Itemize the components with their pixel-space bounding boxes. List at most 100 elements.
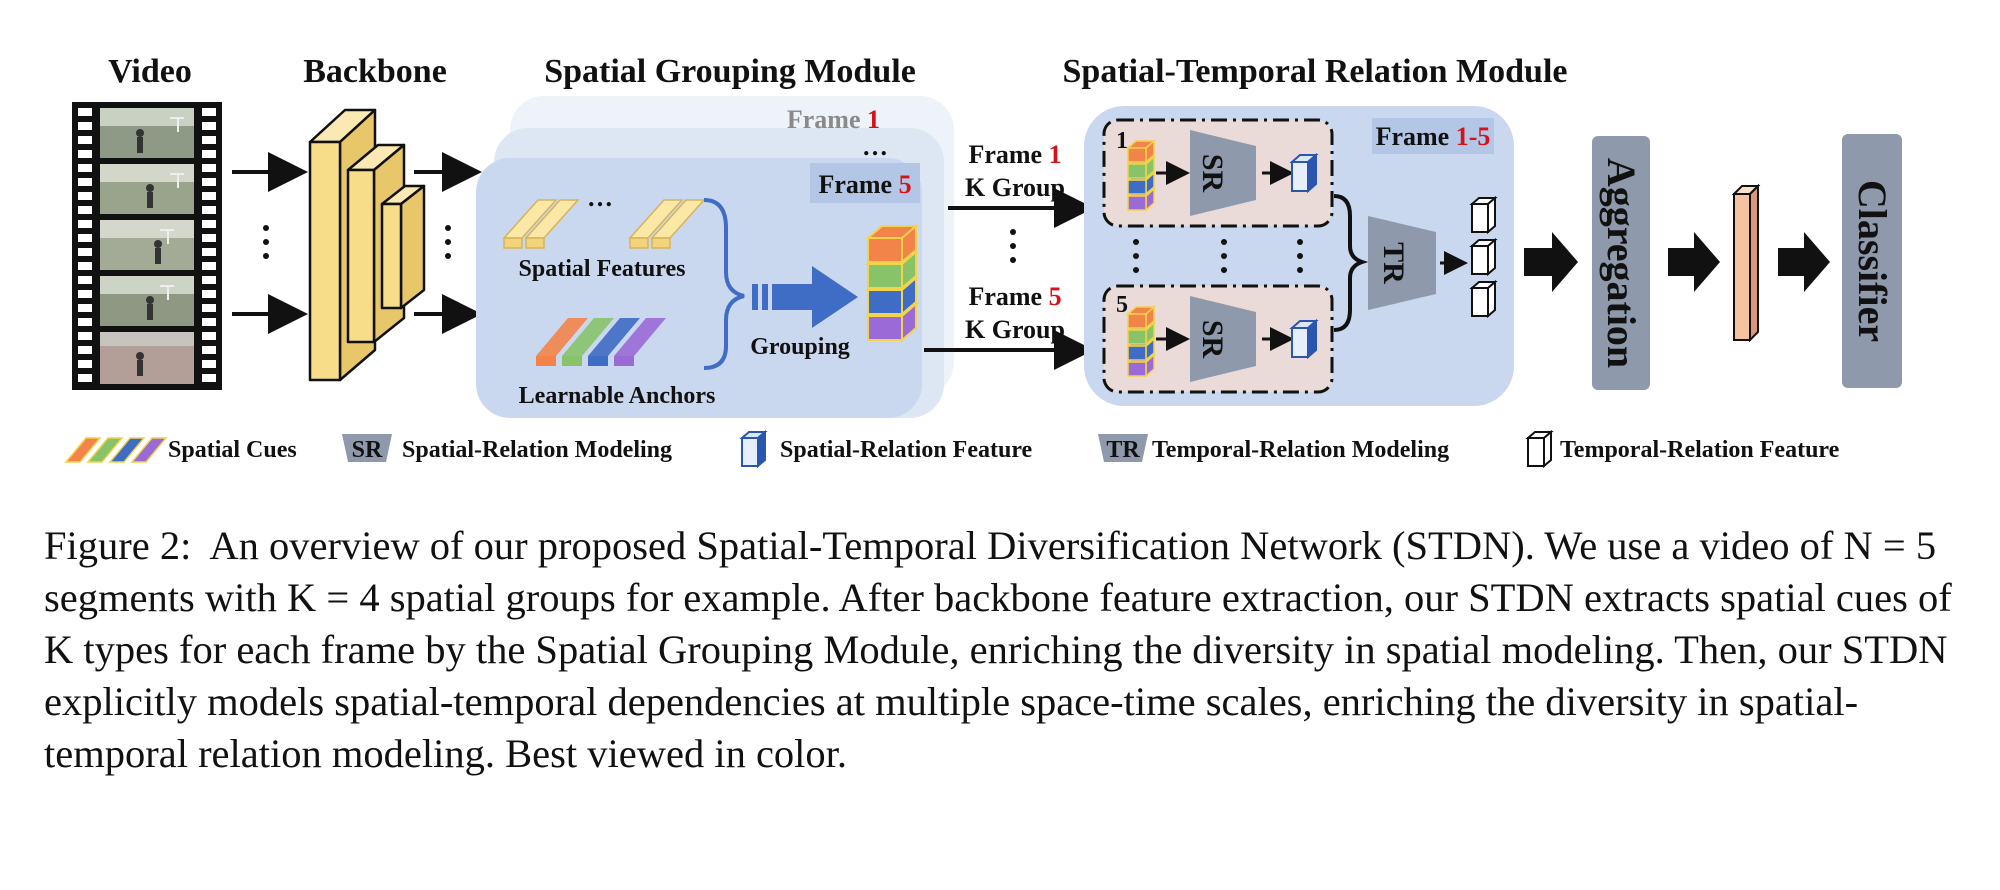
grouping-brace — [703, 198, 745, 370]
sgm-front-frame-label: Frame 5 — [818, 170, 911, 199]
sr-box-frame1-index: 1 — [1116, 128, 1128, 154]
spatial-feature-bar — [502, 199, 558, 249]
tr-module — [1368, 216, 1436, 310]
link-top-frame-label: Frame 1 — [968, 140, 1061, 169]
film-hole — [78, 248, 92, 256]
tr-module-label: TR — [1377, 242, 1410, 284]
sr-module-top — [1190, 130, 1256, 216]
sr-box-frame5-index: 5 — [1116, 292, 1128, 318]
learnable-anchor-bar — [562, 318, 614, 366]
temporal-relation-feature — [1469, 279, 1498, 319]
tr-brace — [1333, 194, 1369, 332]
legend-cue-bar — [108, 437, 146, 463]
film-hole — [202, 234, 216, 242]
legend-spatial-cues-icon — [64, 437, 168, 463]
legend-sr-label: Spatial-Relation Modeling — [402, 437, 672, 463]
film-hole — [202, 192, 216, 200]
spatial-feature-bars — [502, 199, 706, 249]
learnable-anchor-bars — [536, 318, 666, 366]
mini-cue-block — [1126, 139, 1156, 164]
aggregation-block — [1592, 136, 1650, 390]
film-hole — [78, 108, 92, 116]
vertical-ellipsis-strm — [1133, 239, 1303, 273]
film-hole — [78, 318, 92, 326]
sgm-front-frame-tab — [810, 163, 920, 203]
film-hole — [202, 276, 216, 284]
classifier-label: Classifier — [1850, 180, 1895, 342]
vertical-ellipsis-backbone — [445, 225, 451, 259]
film-hole — [78, 276, 92, 284]
learnable-anchors-label: Learnable Anchors — [519, 383, 716, 409]
legend-spatial-cues-label: Spatial Cues — [168, 437, 297, 463]
film-hole — [78, 262, 92, 270]
spatial-features-label: Spatial Features — [519, 256, 686, 282]
aggregation-label: Aggregation — [1599, 158, 1644, 368]
film-hole — [202, 150, 216, 158]
spatial-feature-bar — [524, 199, 580, 249]
arrow-to-aggregation — [1524, 232, 1578, 292]
film-hole — [78, 290, 92, 298]
film-hole — [202, 220, 216, 228]
vertical-ellipsis-video — [263, 225, 269, 259]
film-hole — [202, 332, 216, 340]
video-filmstrip — [72, 102, 222, 390]
film-hole — [78, 360, 92, 368]
learnable-anchor-bar — [614, 318, 666, 366]
film-hole — [202, 374, 216, 382]
film-hole — [78, 206, 92, 214]
film-hole — [202, 178, 216, 186]
legend-tr-label: Temporal-Relation Modeling — [1152, 437, 1449, 463]
film-hole — [78, 220, 92, 228]
grouping-label: Grouping — [750, 334, 850, 360]
sr-module-bottom — [1190, 296, 1256, 382]
spatial-cue-block — [865, 223, 919, 265]
film-hole — [202, 206, 216, 214]
film-hole — [78, 192, 92, 200]
film-hole — [202, 360, 216, 368]
legend-cue-bar — [64, 437, 102, 463]
header-spatial-temporal-relation-module: Spatial-Temporal Relation Module — [1063, 53, 1568, 90]
temporal-relation-feature — [1469, 237, 1498, 277]
spatial-cue-stack — [865, 223, 919, 343]
legend-tr-icon — [1098, 434, 1148, 462]
film-hole — [202, 122, 216, 130]
temporal-relation-feature — [1469, 195, 1498, 235]
classifier-block — [1842, 134, 1902, 388]
link-bottom-frame-label: Frame 5 — [968, 282, 1061, 311]
film-hole — [202, 248, 216, 256]
film-hole — [78, 164, 92, 172]
mini-cue-block — [1126, 305, 1156, 330]
learnable-anchor-bar — [536, 318, 588, 366]
legend-trf-label: Temporal-Relation Feature — [1560, 437, 1840, 463]
figure-caption-text: An overview of our proposed Spatial-Temp… — [44, 523, 1952, 776]
sr-box-frame1-cues — [1126, 139, 1156, 212]
film-hole — [202, 262, 216, 270]
legend: Spatial Cues SR Spatial-Relation Modelin… — [64, 429, 1840, 469]
film-hole — [202, 290, 216, 298]
legend-cue-bar — [130, 437, 168, 463]
link-bottom-group-label: K Group — [965, 315, 1065, 344]
legend-sr-badge: SR — [352, 437, 383, 463]
film-hole — [78, 150, 92, 158]
sr-box-frame5-cues — [1126, 305, 1156, 378]
header-backbone: Backbone — [303, 53, 447, 90]
film-hole — [78, 178, 92, 186]
legend-temporal-relation-feature-icon — [1525, 429, 1554, 469]
figure-caption-label: Figure 2: — [44, 523, 192, 568]
sgm-panel-front — [476, 158, 922, 418]
sgm-back-frame-label: Frame 1 — [787, 105, 880, 134]
legend-sr-icon — [342, 434, 392, 462]
legend-cue-bar — [86, 437, 124, 463]
film-hole — [78, 374, 92, 382]
film-hole — [202, 318, 216, 326]
spatial-features-ellipsis: … — [587, 183, 613, 212]
film-hole — [78, 304, 92, 312]
spatial-cue-block — [865, 301, 919, 343]
grouping-arrow — [752, 266, 858, 328]
strm-frame-tab — [1372, 118, 1494, 154]
arrow-to-classifier — [1778, 232, 1830, 292]
temporal-relation-features — [1469, 195, 1498, 319]
legend-spatial-relation-feature-icon — [739, 429, 768, 469]
legend-tr-badge: TR — [1106, 437, 1140, 463]
film-hole — [202, 346, 216, 354]
